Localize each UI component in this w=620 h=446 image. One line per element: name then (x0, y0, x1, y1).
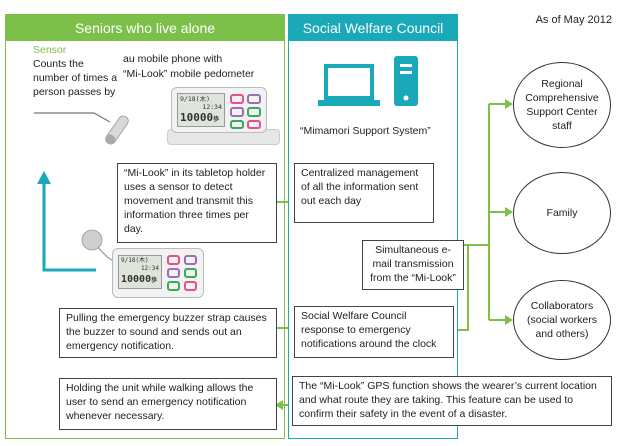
tabletop-description-box: “Mi-Look” in its tabletop holder uses a … (117, 163, 277, 243)
up-arrow-line (42, 182, 96, 272)
phone-caption-line1: au mobile phone with (123, 53, 223, 65)
device-date: 9/18(木) (180, 95, 210, 103)
seniors-panel-title: Seniors who live alone (6, 15, 284, 41)
phone-icon (394, 56, 418, 106)
buzzer-description-box: Pulling the emergency buzzer strap cause… (59, 308, 277, 358)
mi-look-device-bottom: 9/18(木) 12:34 10000歩 (112, 248, 204, 298)
system-label: “Mimamori Support System” (300, 125, 431, 137)
device-steps-2: 10000 (121, 274, 152, 285)
up-arrow-head (37, 171, 51, 184)
connector-mid2 (454, 245, 469, 331)
welfare-council-panel: Social Welfare Council (288, 14, 458, 439)
sensor-pointer-line (34, 112, 111, 123)
device-time-2: 12:34 (140, 265, 159, 272)
phone-caption-line2: “Mi-Look” mobile pedometer (123, 68, 255, 80)
walking-description-box: Holding the unit while walking allows th… (59, 378, 277, 430)
device-time: 12:34 (202, 103, 222, 111)
email-transmission-box: Simultaneous e-mail transmission from th… (362, 240, 464, 290)
recipient-collaborators: Collaborators (social workers and others… (513, 280, 611, 360)
device-date-2: 9/18(木) (121, 257, 149, 264)
device-steps: 10000 (180, 111, 214, 124)
date-note: As of May 2012 (535, 14, 612, 26)
mi-look-device-top: 9/18(木) 12:34 10000歩 (167, 85, 280, 145)
system-icons (318, 56, 418, 106)
emergency-response-box: Social Welfare Council response to emerg… (294, 306, 454, 358)
sensor-title: Sensor (33, 44, 67, 56)
welfare-council-title: Social Welfare Council (289, 15, 457, 41)
centralized-management-box: Centralized management of all the inform… (294, 163, 434, 223)
laptop-icon (318, 64, 380, 106)
sensor-icon (105, 115, 129, 145)
gps-description-box: The “Mi-Look” GPS function shows the wea… (292, 376, 612, 426)
recipient-support-center: Regional Comprehensive Support Center st… (513, 62, 611, 148)
buzzer-strap-icon (81, 229, 103, 251)
recipient-family: Family (513, 172, 611, 254)
sensor-description: Counts the number of times a person pass… (33, 58, 118, 98)
